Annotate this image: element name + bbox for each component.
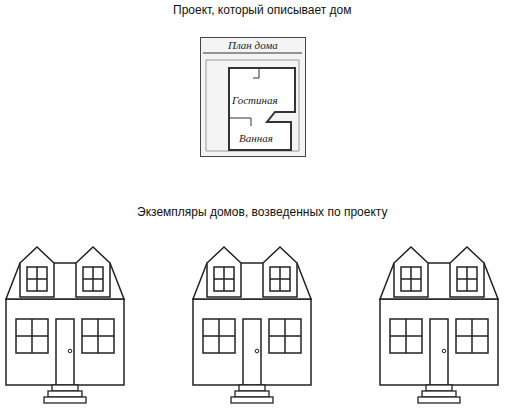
room-label: Гостиная	[232, 94, 278, 106]
room-label: Ванная	[239, 132, 273, 144]
plan-wall	[229, 68, 295, 150]
house	[193, 247, 311, 403]
caption-label: Экземпляры домов, возведенных по проекту	[137, 205, 387, 219]
plan-wall	[253, 68, 259, 78]
plan-heading: План дома	[228, 39, 278, 51]
plan-wall	[206, 60, 299, 151]
house	[6, 247, 124, 403]
blueprint-sheet: План домаГостинаяВанная	[200, 37, 306, 157]
house	[380, 247, 498, 403]
plan-wall	[203, 53, 302, 54]
title: Проект, который описывает дом	[173, 3, 351, 17]
plan-wall	[229, 118, 251, 126]
